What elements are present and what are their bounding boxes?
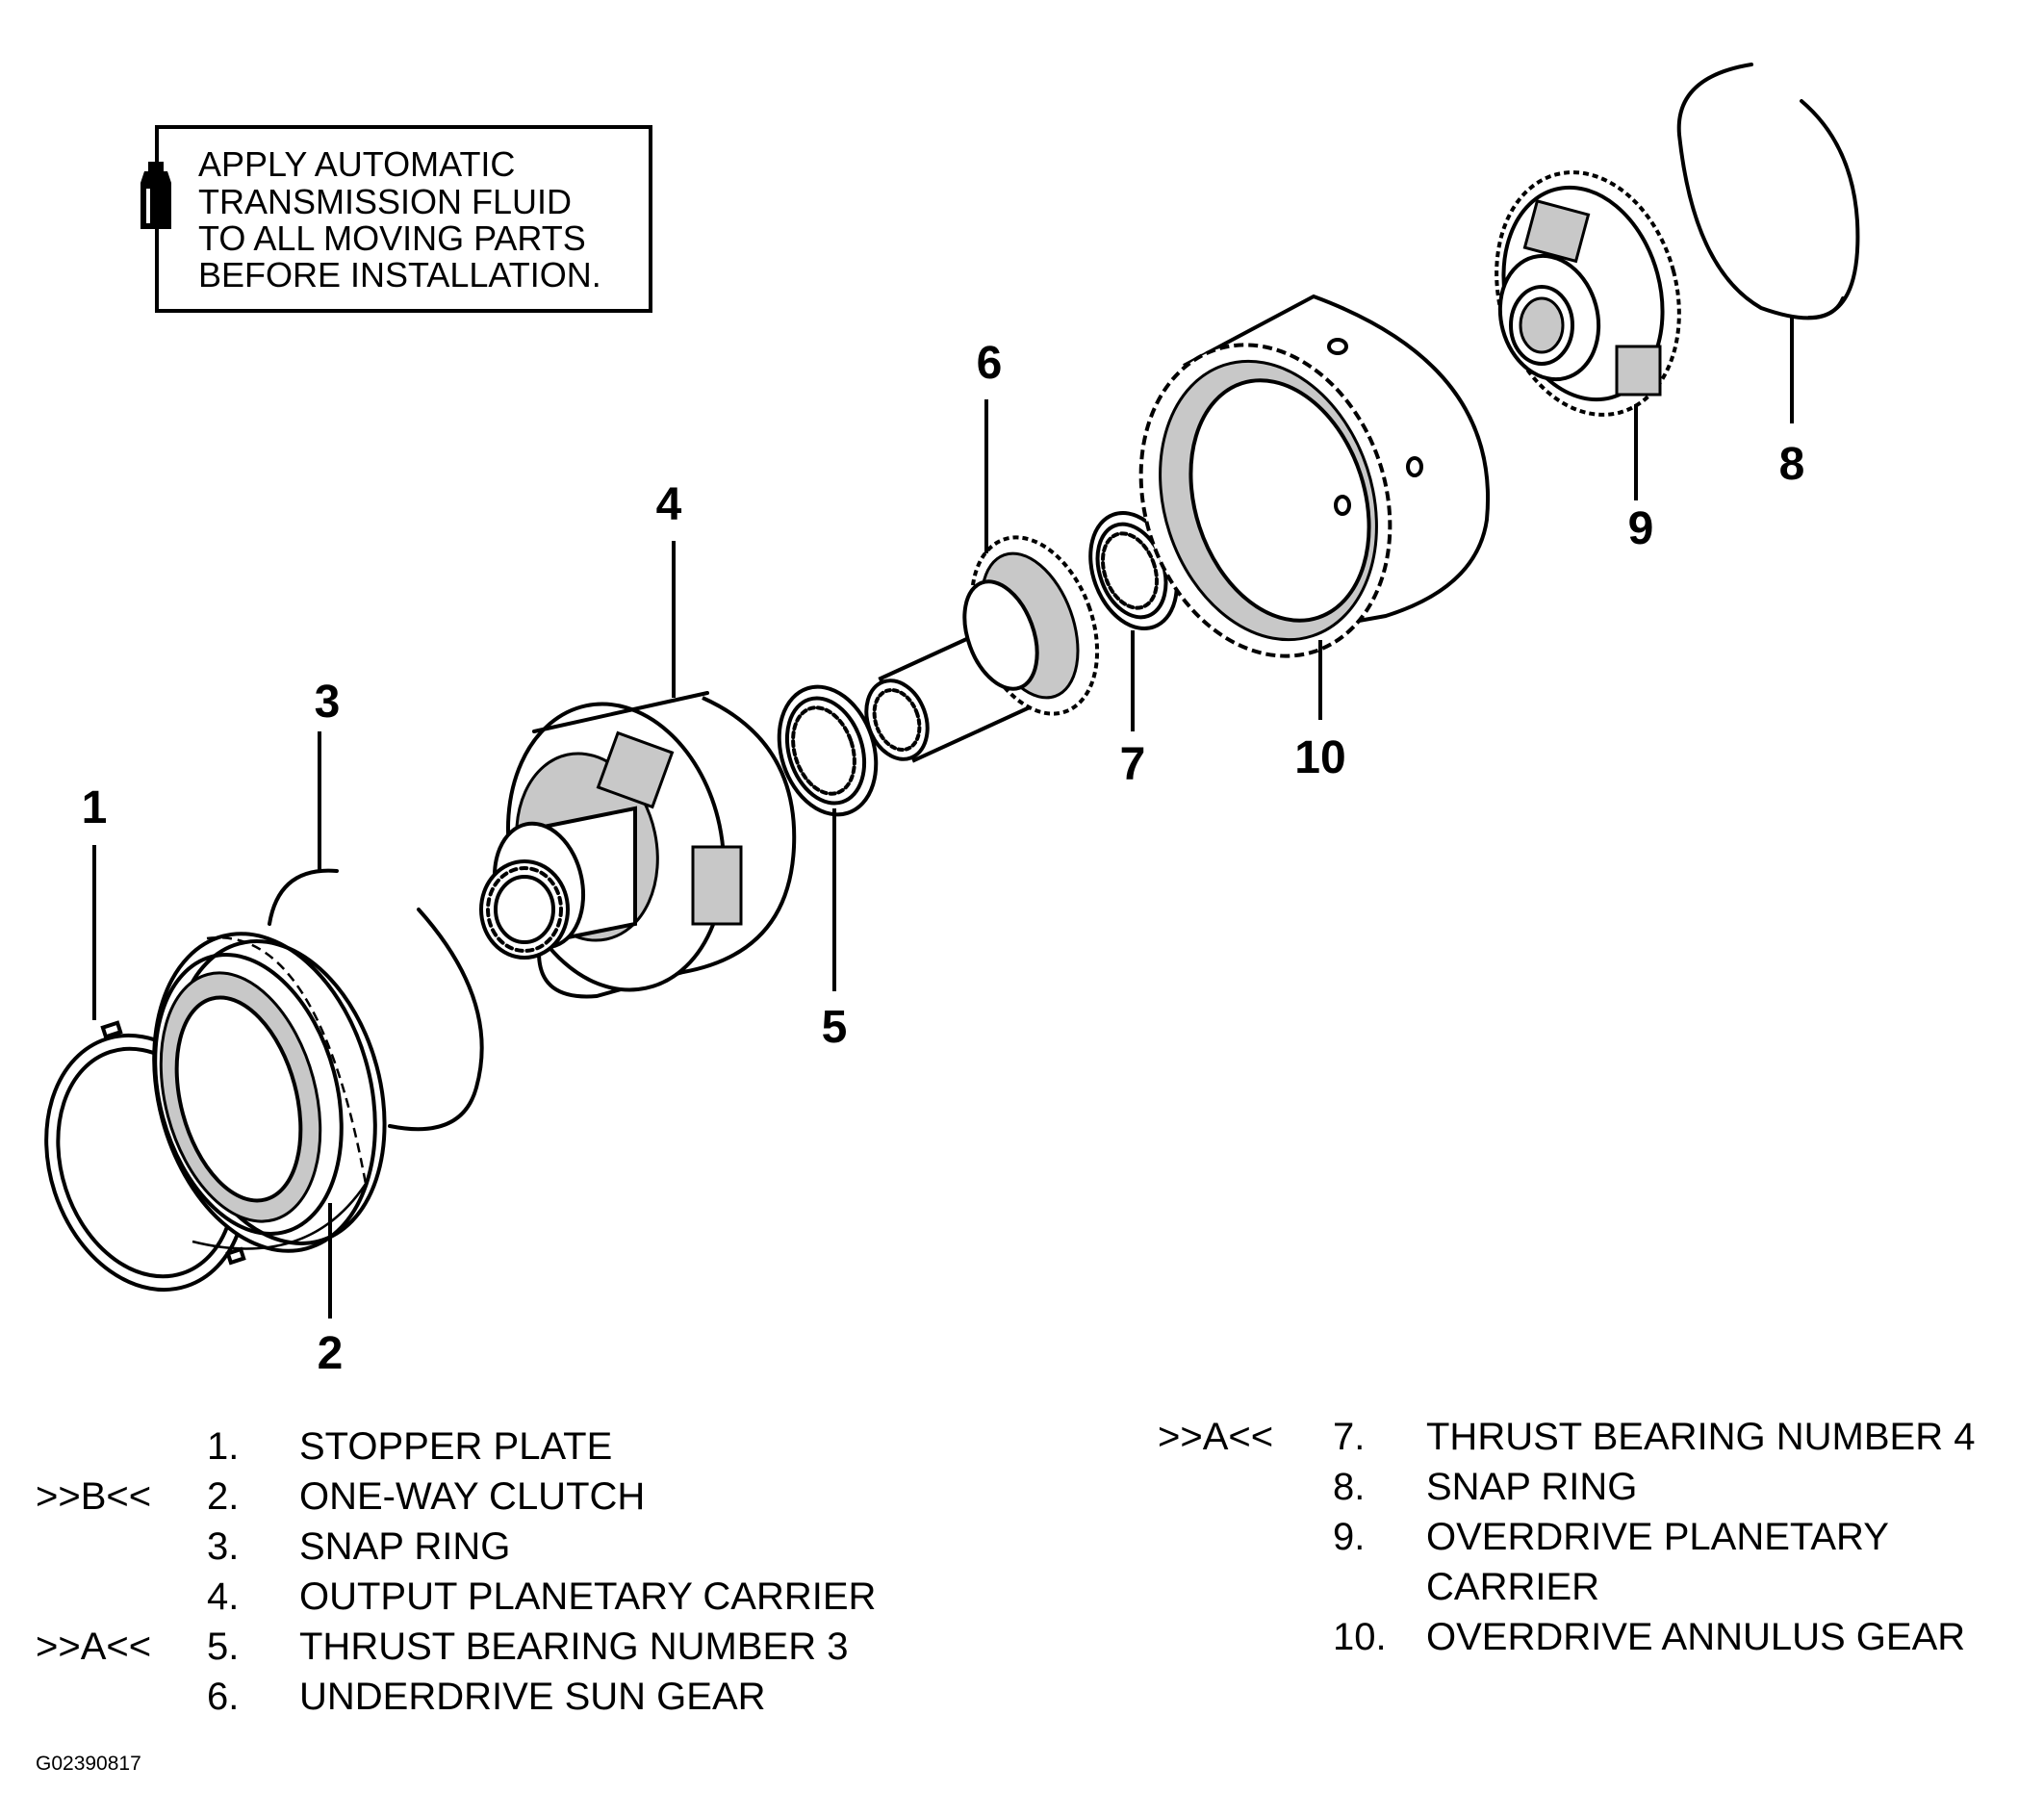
legend-text: UNDERDRIVE SUN GEAR	[299, 1676, 766, 1718]
legend-text: CARRIER	[1426, 1566, 1599, 1608]
callout-1: 1	[82, 782, 108, 833]
callout-3: 3	[315, 677, 341, 728]
legend-item-9: 9. OVERDRIVE PLANETARY	[1333, 1516, 1889, 1558]
legend-text: SNAP RING	[299, 1525, 510, 1568]
callout-7: 7	[1120, 739, 1146, 790]
legend-number: 8.	[1333, 1466, 1365, 1508]
legend-item-6: 6. UNDERDRIVE SUN GEAR	[207, 1676, 766, 1718]
legend-item-7: >>A<< 7. THRUST BEARING NUMBER 4	[1158, 1416, 1975, 1458]
callout-2: 2	[318, 1328, 344, 1379]
legend-item-8: 8. SNAP RING	[1333, 1466, 1637, 1508]
legend-item-5: >>A<< 5. THRUST BEARING NUMBER 3	[36, 1626, 848, 1668]
legend-item-1: 1. STOPPER PLATE	[207, 1425, 612, 1468]
note-line-4: BEFORE INSTALLATION.	[198, 255, 601, 294]
underdrive-sun-gear-drawing	[864, 535, 1100, 763]
fluid-note-box: APPLY AUTOMATIC TRANSMISSION FLUID TO AL…	[141, 125, 652, 313]
output-planetary-carrier-drawing	[479, 691, 797, 999]
legend-item-2: >>B<< 2. ONE-WAY CLUTCH	[36, 1475, 645, 1518]
legend-number: 9.	[1333, 1516, 1365, 1558]
legend-text: OVERDRIVE PLANETARY	[1426, 1516, 1889, 1558]
callout-6: 6	[977, 338, 1003, 389]
callout-9: 9	[1628, 503, 1654, 554]
legend-number: 7.	[1333, 1416, 1365, 1458]
legend-left: 1. STOPPER PLATE >>B<< 2. ONE-WAY CLUTCH…	[36, 1425, 876, 1718]
overdrive-planetary-carrier-drawing	[1495, 170, 1681, 417]
legend-item-9-continued: CARRIER	[1426, 1566, 1599, 1608]
legend-number: 2.	[207, 1475, 239, 1518]
legend-marker: >>A<<	[1158, 1416, 1273, 1458]
fluid-bottle-icon	[141, 162, 171, 229]
callout-8: 8	[1779, 439, 1805, 490]
overdrive-annulus-gear-drawing	[1138, 294, 1490, 658]
legend-text: SNAP RING	[1426, 1466, 1637, 1508]
one-way-clutch-drawing	[152, 932, 387, 1253]
callout-4: 4	[656, 479, 682, 530]
callout-10: 10	[1294, 732, 1345, 783]
legend-text: OVERDRIVE ANNULUS GEAR	[1426, 1616, 1965, 1658]
legend-text: STOPPER PLATE	[299, 1425, 612, 1468]
legend-item-3: 3. SNAP RING	[207, 1525, 510, 1568]
legend-number: 10.	[1333, 1616, 1387, 1658]
legend-marker: >>A<<	[36, 1626, 151, 1668]
callout-5: 5	[822, 1002, 848, 1053]
snap-ring-3-drawing	[268, 868, 484, 1132]
legend-item-10: 10. OVERDRIVE ANNULUS GEAR	[1333, 1616, 1965, 1658]
legend-text: OUTPUT PLANETARY CARRIER	[299, 1575, 876, 1618]
figure-id: G02390817	[36, 1753, 141, 1775]
legend-text: THRUST BEARING NUMBER 3	[299, 1626, 848, 1668]
legend-number: 4.	[207, 1575, 239, 1618]
note-line-2: TRANSMISSION FLUID	[198, 182, 572, 221]
legend-right: >>A<< 7. THRUST BEARING NUMBER 4 8. SNAP…	[1158, 1416, 1975, 1658]
legend-text: ONE-WAY CLUTCH	[299, 1475, 645, 1518]
snap-ring-8-drawing	[1676, 63, 1860, 320]
callout-numbers: 1 2 3 4 5 6 7 8 9 10	[82, 338, 1805, 1379]
note-line-3: TO ALL MOVING PARTS	[198, 218, 586, 258]
legend-marker: >>B<<	[36, 1475, 151, 1518]
note-line-1: APPLY AUTOMATIC	[198, 144, 515, 184]
legend-number: 3.	[207, 1525, 239, 1568]
legend-item-4: 4. OUTPUT PLANETARY CARRIER	[207, 1575, 876, 1618]
legend-number: 5.	[207, 1626, 239, 1668]
leader-lines	[92, 318, 1794, 1319]
legend-number: 6.	[207, 1676, 239, 1718]
legend-text: THRUST BEARING NUMBER 4	[1426, 1416, 1975, 1458]
legend-number: 1.	[207, 1425, 239, 1468]
